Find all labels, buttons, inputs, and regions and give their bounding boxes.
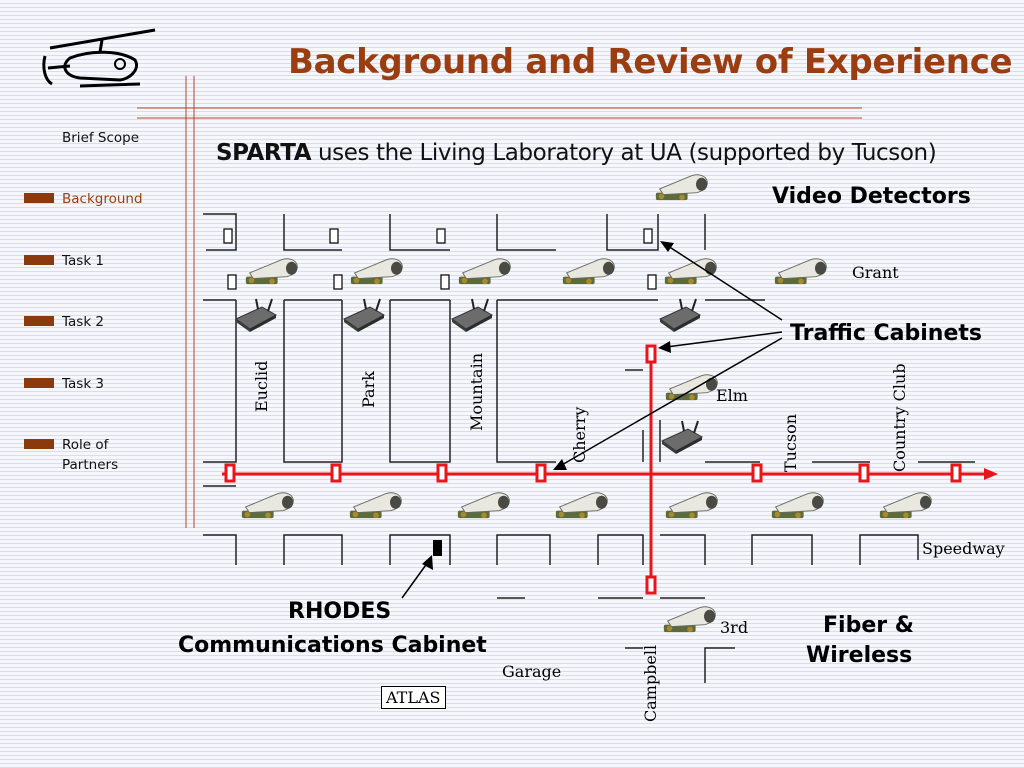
atlas-box: ATLAS xyxy=(381,686,446,709)
street-speedway: Speedway xyxy=(922,539,1005,558)
sparta-label: SPARTA xyxy=(216,140,312,166)
nav-label: Task 2 xyxy=(62,314,105,330)
nav-marker xyxy=(24,193,54,203)
communications-cabinet-label: Communications Cabinet xyxy=(178,633,487,658)
nav-marker xyxy=(24,378,54,388)
nav-label: Role of Partners xyxy=(62,437,119,473)
helicopter-logo-icon xyxy=(42,28,156,88)
rhodes-label: RHODES xyxy=(288,599,392,624)
street-tucson: Tucson xyxy=(781,413,800,472)
nav-label: Background xyxy=(62,191,143,207)
nav-marker xyxy=(24,316,54,326)
nav-label: Task 3 xyxy=(62,376,105,392)
nav-label: Brief Scope xyxy=(62,130,140,146)
street-euclid: Euclid xyxy=(252,360,271,412)
slide-title: Background and Review of Experience xyxy=(288,42,1013,82)
wireless-label: Wireless xyxy=(806,643,913,668)
video-detectors-label: Video Detectors xyxy=(772,184,971,209)
street-mountain: Mountain xyxy=(467,352,486,431)
nav-marker xyxy=(24,439,54,449)
fiber-label: Fiber & xyxy=(823,613,914,638)
nav-marker xyxy=(24,255,54,265)
street-garage: Garage xyxy=(502,662,562,681)
street-park: Park xyxy=(359,371,378,408)
nav-label: Task 1 xyxy=(62,253,105,269)
street-grant: Grant xyxy=(852,263,899,282)
subtitle-text: uses the Living Laboratory at UA (suppor… xyxy=(311,140,937,166)
street-campbell: Campbell xyxy=(641,644,660,722)
street-elm: Elm xyxy=(716,386,748,405)
slide-subtitle: SPARTA uses the Living Laboratory at UA … xyxy=(216,140,937,166)
street-cherry: Cherry xyxy=(570,406,589,463)
street-3rd: 3rd xyxy=(720,618,749,637)
traffic-cabinets-label: Traffic Cabinets xyxy=(790,321,982,346)
street-country-club: Country Club xyxy=(890,363,909,472)
